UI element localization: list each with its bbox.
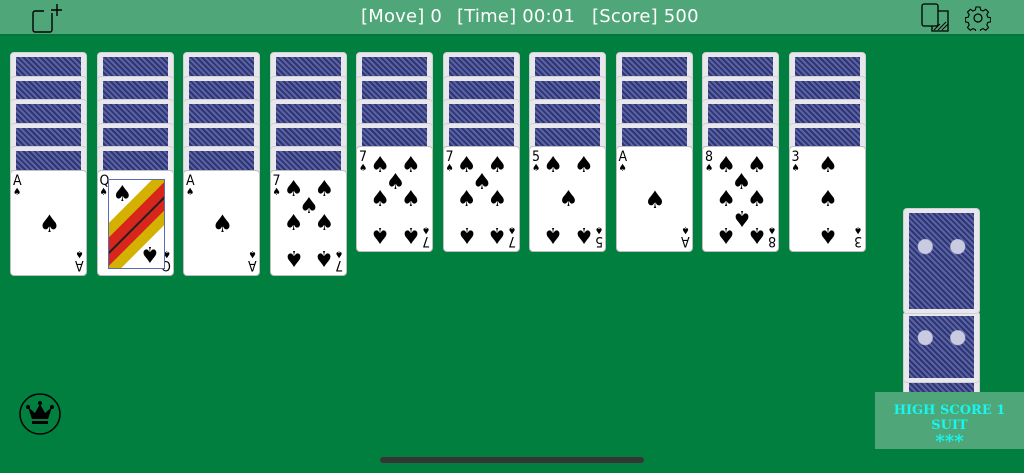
card-7-spades[interactable]: 7♠7♠♠♠♠♠♠♠♠ [442, 146, 520, 252]
spade-pip-icon: ♠ [716, 187, 736, 212]
spade-pip-icon: ♠ [370, 221, 390, 247]
spade-pip-icon: ♠ [818, 187, 838, 212]
rank-corner: 7♠ [421, 224, 430, 249]
spade-pip-icon: ♠ [747, 153, 767, 179]
spade-pip-icon: ♠ [370, 187, 390, 212]
settings-button[interactable] [964, 5, 992, 34]
spade-pip-icon: ♠ [558, 187, 579, 212]
rank-corner: 7♠ [508, 224, 517, 249]
spade-pip-icon: ♠ [370, 153, 390, 179]
high-score-panel: HIGH SCORE 1 SUIT *** [875, 392, 1024, 452]
spade-pip-icon: ♠ [314, 210, 335, 236]
spade-pip-icon: ♠ [283, 245, 304, 271]
score: [Score] 500 [592, 6, 699, 27]
home-indicator[interactable] [380, 457, 644, 463]
spade-pip-icon: ♠ [731, 170, 752, 196]
stock-card[interactable] [903, 208, 980, 314]
top-bar: [Move] 0 [Time] 00:01 [Score] 500 [0, 0, 1024, 36]
rank-corner: A♠ [248, 247, 257, 273]
hint-cards-icon [921, 3, 949, 32]
rank-corner: 7♠ [359, 149, 368, 174]
spade-pip-icon: ♠ [456, 221, 477, 247]
spade-pip-icon: ♠ [314, 245, 335, 271]
gear-icon [964, 6, 992, 34]
stock-card[interactable] [903, 311, 980, 383]
rank-corner: 7♠ [272, 172, 281, 198]
rank-corner: 5♠ [594, 224, 603, 249]
spade-pip-icon: ♠ [472, 170, 492, 196]
rank-corner: A♠ [13, 172, 22, 198]
rank-corner: 7♠ [445, 149, 454, 174]
card-7-spades[interactable]: 7♠7♠♠♠♠♠♠♠♠ [356, 146, 433, 252]
spade-pip-icon: ♠ [314, 176, 335, 202]
rank-corner: 8♠ [705, 149, 714, 174]
card-A-spades[interactable]: A♠ A♠ ♠ [10, 169, 87, 276]
card-A-spades[interactable]: A♠ A♠ ♠ [183, 169, 260, 276]
high-score-stars: *** [935, 431, 964, 452]
rank-corner: 3♠ [854, 224, 863, 249]
queen-face-image: ♠♠ [107, 178, 165, 269]
card-8-spades[interactable]: 8♠8♠♠♠♠♠♠♠♠♠ [702, 146, 779, 252]
spade-pip-icon: ♠ [456, 153, 477, 179]
leaderboard-button[interactable] [19, 393, 61, 435]
spade-pip-icon: ♠ [283, 176, 304, 202]
spade-pip-icon: ♠ [385, 170, 406, 196]
spade-pip-icon: ♠ [818, 221, 838, 247]
rank-corner: A♠ [75, 247, 84, 273]
rank-corner: A♠ [186, 172, 195, 198]
rank-corner: 7♠ [335, 247, 344, 273]
rank-corner: 5♠ [532, 149, 541, 174]
crown-icon [19, 393, 61, 435]
spade-pip-icon: ♠ [487, 187, 508, 212]
spade-pip-icon: ♠ [299, 193, 319, 219]
card-7-spades[interactable]: 7♠7♠♠♠♠♠♠♠♠ [269, 169, 347, 276]
spade-pip-icon: ♠ [543, 153, 563, 179]
rank-corner: A♠ [680, 224, 690, 249]
spade-pip-icon: ♠ [487, 221, 508, 247]
spade-pip-icon: ♠ [211, 209, 234, 238]
new-game-icon [32, 4, 63, 33]
spade-pip-icon: ♠ [574, 153, 594, 179]
card-5-spades[interactable]: 5♠5♠♠♠♠♠♠ [529, 146, 606, 252]
spade-pip-icon: ♠ [38, 209, 61, 238]
spade-pip-icon: ♠ [401, 221, 421, 247]
card-A-spades[interactable]: A♠ A♠ ♠ [615, 146, 693, 252]
spade-pip-icon: ♠ [283, 210, 304, 236]
rank-corner: A♠ [618, 149, 628, 174]
rank-corner: Q♠ [99, 172, 110, 198]
spade-pip-icon: ♠ [543, 221, 563, 247]
rank-corner: 3♠ [791, 149, 800, 174]
card-3-spades[interactable]: 3♠ 3♠ ♠ ♠ ♠ [788, 146, 866, 252]
spade-pip-icon: ♠ [747, 187, 767, 212]
rank-corner: 8♠ [767, 224, 776, 249]
spade-pip-icon: ♠ [401, 187, 421, 212]
spade-pip-icon: ♠ [818, 153, 838, 179]
spade-pip-icon: ♠ [456, 187, 477, 212]
hint-button[interactable] [920, 2, 952, 32]
spade-pip-icon: ♠ [574, 221, 594, 247]
spade-pip-icon: ♠ [487, 153, 508, 179]
spade-pip-icon: ♠ [747, 221, 767, 247]
spade-pip-icon: ♠ [716, 221, 736, 247]
move-counter: [Move] 0 [361, 6, 443, 27]
card-Q-spades[interactable]: Q♠Q♠♠♠ [96, 169, 174, 276]
timer: [Time] 00:01 [457, 6, 576, 27]
spade-pip-icon: ♠ [401, 153, 421, 179]
new-game-button[interactable] [30, 3, 63, 33]
spade-pip-icon: ♠ [716, 153, 736, 179]
high-score-title: HIGH SCORE 1 SUIT [893, 403, 1006, 433]
spade-pip-icon: ♠ [644, 186, 666, 214]
